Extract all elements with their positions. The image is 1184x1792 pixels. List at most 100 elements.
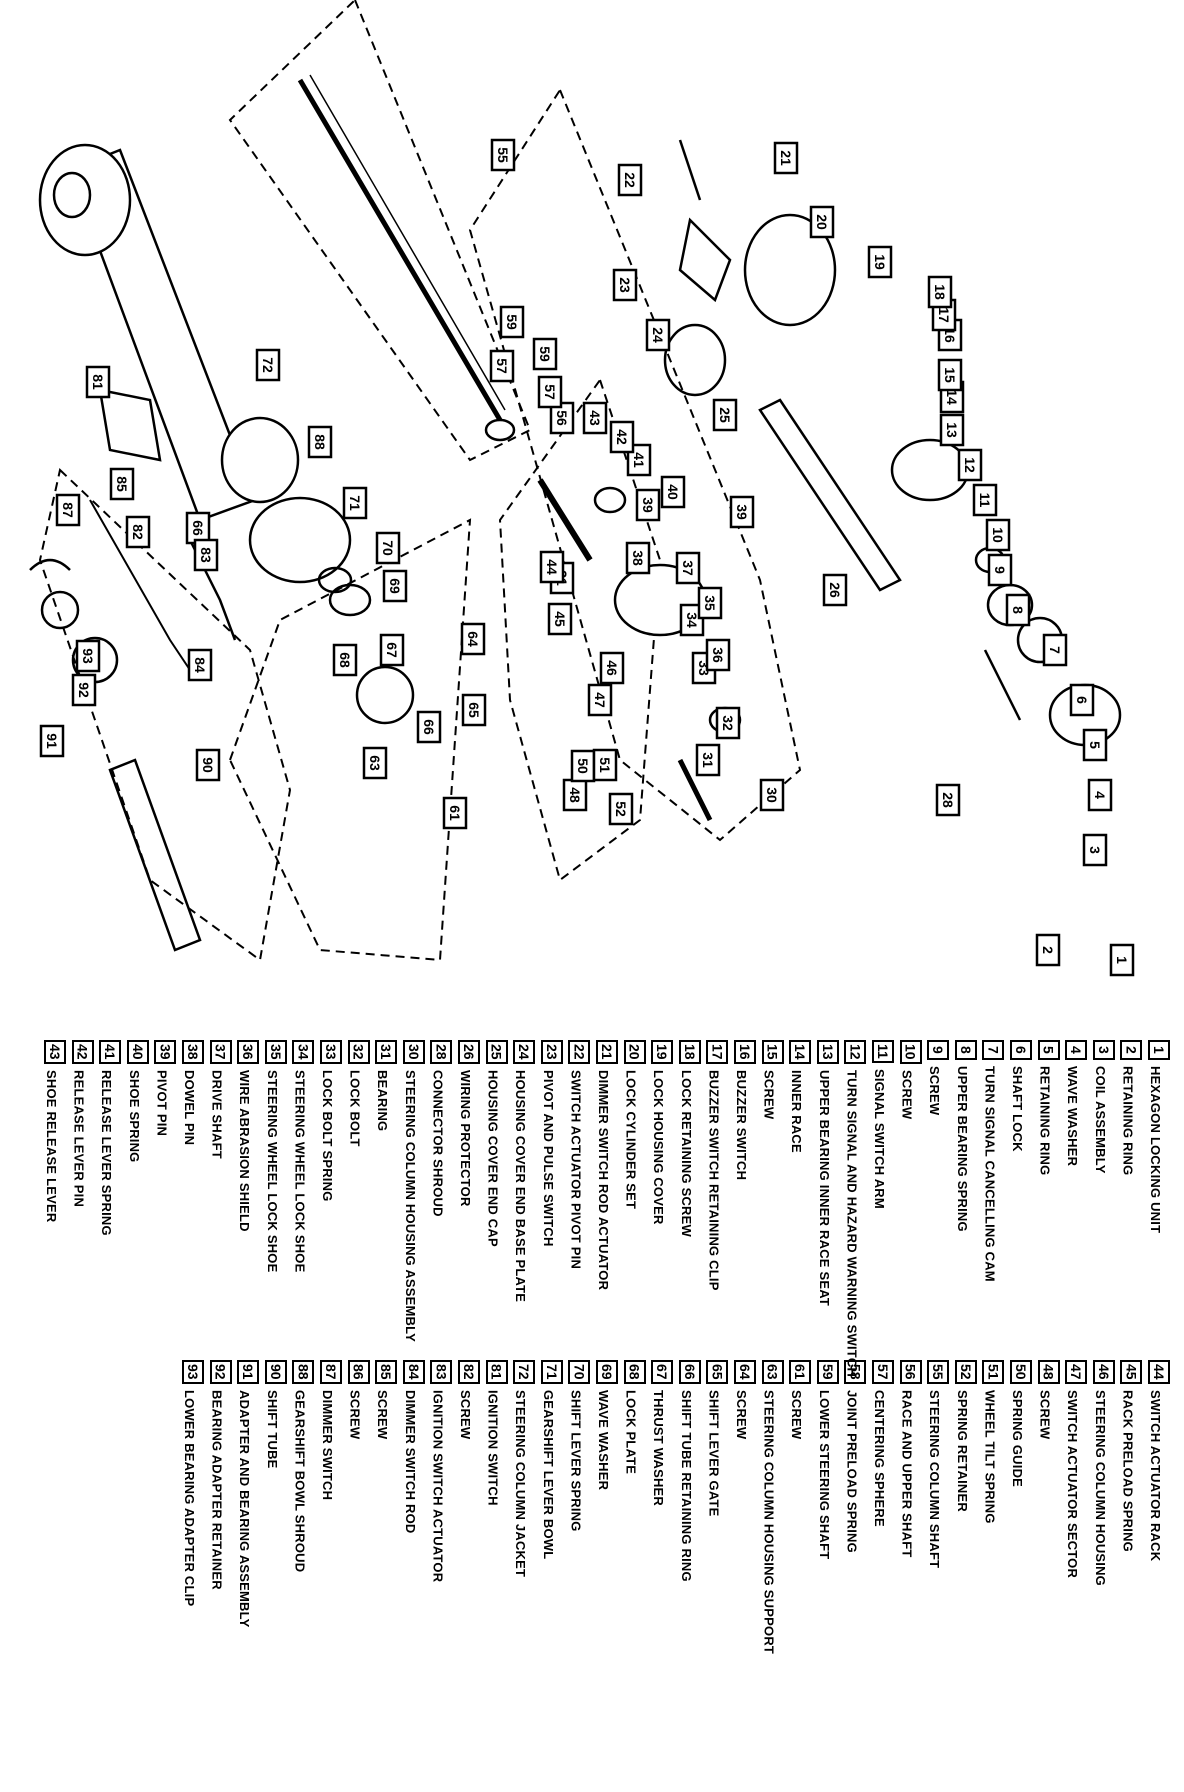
legend-label: STEERING COLUMN JACKET: [513, 1389, 529, 1577]
race-upper-shaft: [537, 478, 593, 562]
callout-37: 37: [675, 551, 701, 585]
legend-number: 41: [99, 1040, 122, 1064]
legend-number: 91: [237, 1360, 260, 1384]
legend-number: 52: [954, 1360, 977, 1384]
legend-label: SCREW: [375, 1389, 391, 1439]
legend-number: 8: [954, 1040, 977, 1060]
svg-text:32: 32: [720, 715, 736, 731]
callout-10: 10: [985, 518, 1011, 552]
lower-column-group-outline: [38, 468, 292, 962]
callout-61: 61: [442, 796, 468, 830]
svg-text:85: 85: [114, 476, 130, 492]
callout-72: 72: [255, 348, 281, 382]
bearing-upper: [593, 486, 627, 514]
ignition-switch: [98, 388, 162, 462]
svg-text:84: 84: [192, 657, 208, 673]
legend-label: LOCK RETAINING SCREW: [678, 1069, 694, 1237]
lower-bearing-adapter-clip: [29, 558, 71, 571]
legend-label: BEARING ADAPTER RETAINER: [209, 1389, 225, 1590]
legend-label: SHIFT TUBE RETAINING RING: [678, 1389, 694, 1582]
legend-label: BEARING: [375, 1069, 391, 1131]
legend-number: 19: [651, 1040, 674, 1064]
svg-text:12: 12: [962, 457, 978, 473]
housing-cover-end-cap: [663, 323, 727, 397]
callout-55: 55: [490, 138, 516, 172]
callout-39: 39: [635, 488, 661, 522]
legend-label: LOCK HOUSING COVER: [651, 1069, 667, 1225]
legend-label: SHIFT TUBE: [264, 1389, 280, 1469]
callout-18: 18: [927, 275, 953, 309]
legend-number: 68: [623, 1360, 646, 1384]
tilt-housing-group-outline: [498, 377, 662, 882]
legend-number: 6: [1010, 1040, 1032, 1060]
callout-5: 5: [1082, 728, 1108, 762]
wiring-protector: [758, 398, 902, 592]
callout-59: 59: [499, 305, 525, 339]
callout-67: 67: [379, 633, 405, 667]
legend-label: SHIFT LEVER SPRING: [568, 1389, 584, 1532]
svg-text:22: 22: [622, 172, 638, 188]
svg-text:13: 13: [944, 422, 960, 438]
dimmer-switch-rod: [89, 499, 191, 671]
legend-number: 31: [375, 1040, 398, 1064]
legend-number: 47: [1065, 1360, 1088, 1384]
svg-text:38: 38: [630, 550, 646, 566]
legend-label: TURN SIGNAL AND HAZARD WARNING SWITCH: [844, 1069, 860, 1377]
svg-text:46: 46: [604, 660, 620, 676]
svg-text:56: 56: [554, 410, 570, 426]
svg-text:67: 67: [384, 642, 400, 658]
legend-number: 63: [761, 1360, 784, 1384]
legend-label: IGNITION SWITCH ACTUATOR: [430, 1389, 446, 1582]
callout-47: 47: [587, 683, 613, 717]
legend-number: 83: [430, 1360, 453, 1384]
legend-label: COIL ASSEMBLY: [1092, 1066, 1108, 1174]
legend-number: 43: [44, 1040, 66, 1064]
callout-21: 21: [773, 141, 799, 175]
callout-8: 8: [1005, 593, 1031, 627]
svg-text:92: 92: [76, 682, 92, 698]
legend-label: THRUST WASHER: [651, 1389, 667, 1506]
legend-label: STEERING COLUMN HOUSING ASSEMBLY: [402, 1069, 418, 1342]
svg-text:93: 93: [80, 648, 96, 664]
legend-label: GEARSHIFT LEVER BOWL: [540, 1389, 556, 1559]
gearshift-group-outline: [228, 518, 472, 962]
legend-number: 23: [540, 1040, 563, 1064]
legend-number: 12: [844, 1040, 867, 1064]
legend-label: STEERING COLUMN HOUSING SUPPORT: [761, 1389, 777, 1654]
callout-43: 43: [582, 401, 608, 435]
gearshift-bowl-shroud: [220, 416, 300, 504]
callout-11: 11: [972, 483, 998, 517]
callout-87: 87: [55, 493, 81, 527]
legend-label: JOINT PRELOAD SPRING: [844, 1389, 860, 1553]
legend-label: DRIVE SHAFT: [209, 1069, 225, 1159]
jacket-flange: [38, 143, 132, 257]
legend-label: STEERING WHEEL LOCK SHOE: [292, 1069, 308, 1273]
legend-number: 14: [789, 1040, 812, 1064]
callout-42: 42: [609, 420, 635, 454]
legend-label: WIRING PROTECTOR: [458, 1069, 473, 1207]
